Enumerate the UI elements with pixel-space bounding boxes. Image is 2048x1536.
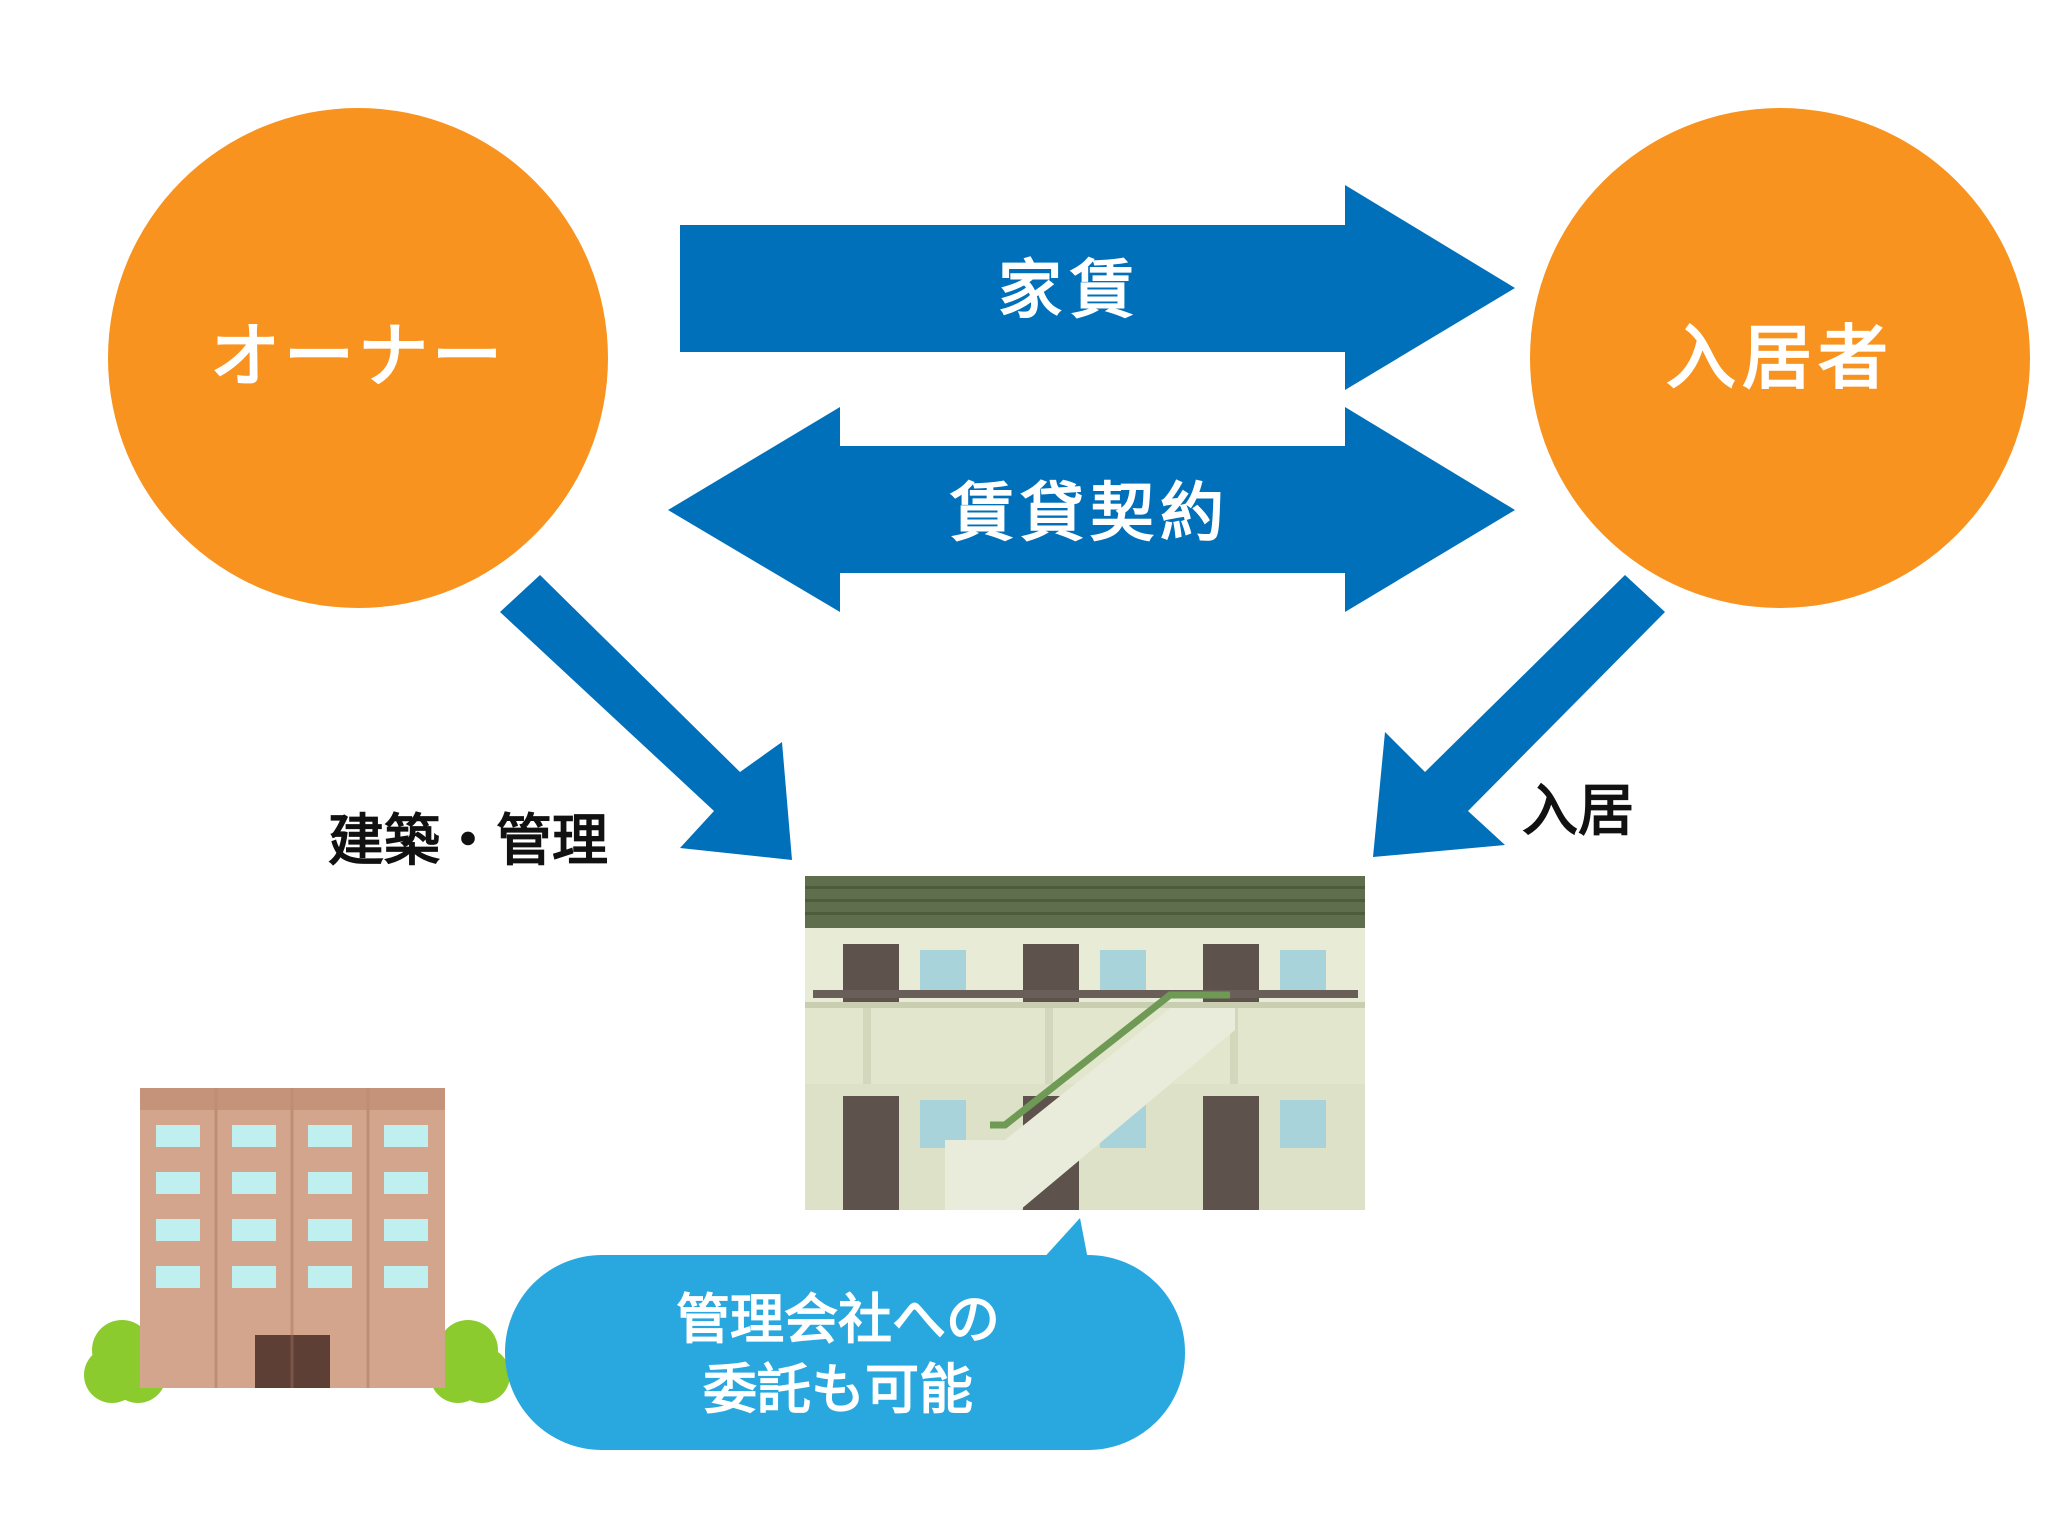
move-in-label: 入居 xyxy=(1522,779,1634,844)
callout-line-2: 委託も可能 xyxy=(703,1358,973,1421)
rent-arrow-label: 家賃 xyxy=(998,254,1142,328)
tenant-node: 入居者 xyxy=(1530,108,2030,608)
rent-arrow-shape xyxy=(680,185,1515,390)
rent-arrow: 家賃 xyxy=(680,185,1515,390)
callout-line-1: 管理会社への xyxy=(676,1288,1000,1351)
owner-label: オーナー xyxy=(210,315,506,397)
tenant-label: 入居者 xyxy=(1666,317,1894,399)
lease-arrow-shape xyxy=(668,407,1515,612)
apartment-building-icon xyxy=(805,876,1365,1210)
tenant-circle xyxy=(1530,108,2030,608)
build-manage-arrow xyxy=(500,575,792,860)
office-building-icon xyxy=(84,1088,510,1403)
build-manage-label: 建築・管理 xyxy=(328,809,608,874)
move-in-arrow xyxy=(1373,575,1665,857)
lease-arrow-label: 賃貸契約 xyxy=(949,477,1230,551)
lease-arrow: 賃貸契約 xyxy=(668,407,1515,612)
callout-bubble xyxy=(505,1255,1185,1450)
owner-circle xyxy=(108,108,608,608)
build-manage-arrow-shape xyxy=(500,575,792,860)
management-callout: 管理会社への 委託も可能 xyxy=(505,1218,1185,1450)
apartment-staircase xyxy=(945,1008,1235,1210)
move-in-arrow-shape xyxy=(1373,575,1665,857)
owner-node: オーナー xyxy=(108,108,608,608)
